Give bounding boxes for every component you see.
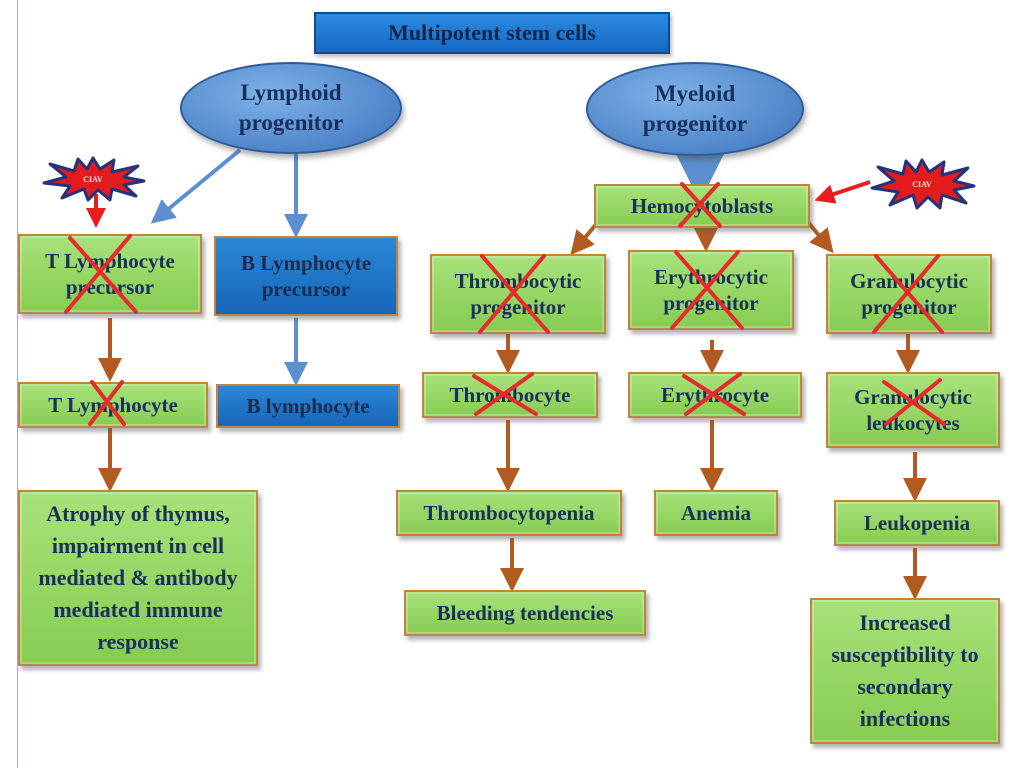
thrombocytopenia-label: Thrombocytopenia [423,500,595,525]
leukopenia-box: Leukopenia [834,500,1000,546]
bleeding-tendencies-label: Bleeding tendencies [436,600,614,625]
granulocytic-leukocytes-label: Granulocytic leukocytes [854,384,972,435]
cross-icon [882,378,946,426]
anemia-box: Anemia [654,490,778,536]
cross-icon [472,372,538,416]
b-lymphocyte-label: B lymphocyte [246,393,370,418]
cross-icon [670,250,744,330]
cross-icon [682,372,746,416]
immune-outcome-box: Atrophy of thymus, impairment in cell me… [18,490,258,666]
cross-icon [872,254,944,334]
virus-starburst-left: CIAV [40,156,146,202]
myeloid-progenitor-oval: Myeloid progenitor [586,62,804,156]
multipotent-stem-cells-label: Multipotent stem cells [388,20,596,46]
anemia-label: Anemia [681,500,751,525]
thrombocyte-label: Thrombocyte [449,382,571,407]
cross-icon [678,182,722,228]
arrow-hemocytoblasts-to-granulocytic [806,220,834,254]
virus-starburst-icon [870,158,976,210]
arrow-virus-to-hemocytoblasts [814,180,871,204]
immune-outcome-label: Atrophy of thymus, impairment in cell me… [38,501,238,654]
secondary-infections-box: Increased susceptibility to secondary in… [810,598,1000,744]
lymphoid-progenitor-label: Lymphoid progenitor [238,80,344,135]
left-border-line [17,0,18,768]
virus-label-right: CIAV [912,179,932,189]
lymphoid-progenitor-oval: Lymphoid progenitor [180,62,402,154]
cross-icon [64,234,138,314]
bleeding-tendencies-box: Bleeding tendencies [404,590,646,636]
b-lymphocyte-precursor-box: B Lymphocyte precursor [214,236,398,316]
arrow-lymphoid-to-t-precursor [150,148,242,224]
virus-starburst-right: CIAV [868,158,976,210]
leukopenia-label: Leukopenia [863,510,971,535]
cross-icon [478,254,550,334]
t-lymphocyte-box: T Lymphocyte [18,382,208,428]
thrombocyte-box: Thrombocyte [422,372,598,418]
b-lymphocyte-precursor-label: B Lymphocyte precursor [240,250,372,301]
virus-label-left: CIAV [83,174,103,184]
myeloid-progenitor-label: Myeloid progenitor [642,81,748,136]
b-lymphocyte-box: B lymphocyte [216,384,400,428]
granulocytic-leukocytes-box: Granulocytic leukocytes [826,372,1000,448]
secondary-infections-label: Increased susceptibility to secondary in… [831,610,979,731]
thrombocytopenia-box: Thrombocytopenia [396,490,622,536]
multipotent-stem-cells-box: Multipotent stem cells [314,12,670,54]
virus-starburst-icon [42,156,146,202]
cross-icon [88,380,126,426]
